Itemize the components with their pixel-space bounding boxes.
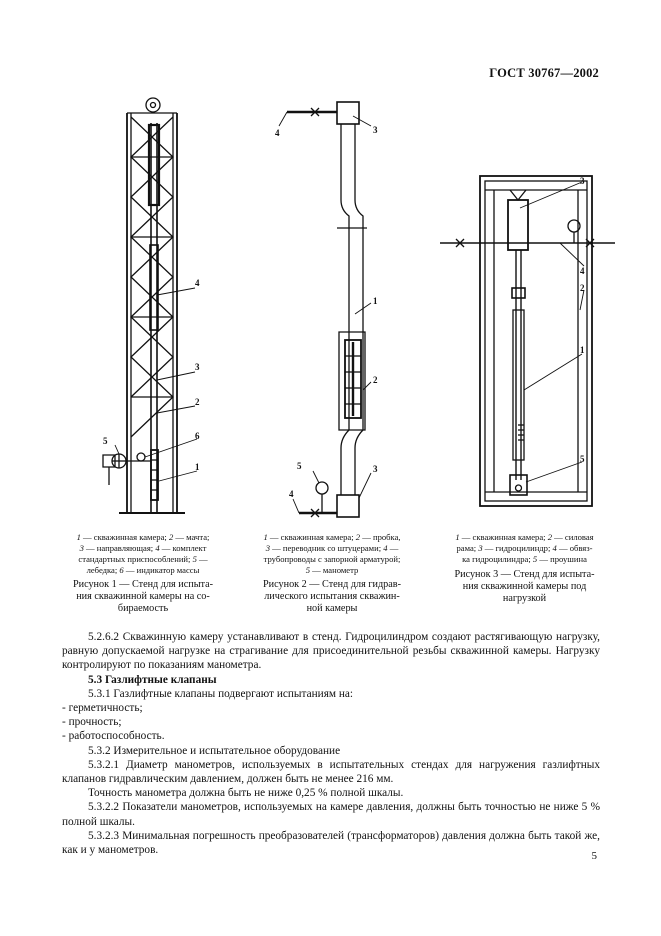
figure-2-drawing: 4 3 1 2 5 4 3	[275, 101, 378, 518]
fig1-callout-5: 5	[103, 436, 108, 446]
paragraph-5-3-2-3: 5.3.2.3 Минимальная погрешность преобраз…	[62, 829, 600, 857]
fig2-callout-4b: 4	[289, 489, 294, 499]
fig3-callout-3: 3	[580, 176, 585, 186]
fig3-callout-1: 1	[580, 345, 585, 355]
paragraph-5-3-2-2: 5.3.2.2 Показатели манометров, используе…	[62, 801, 600, 828]
figure-2-legend: 1 — скважинная камера; 2 — пробка, 3 — п…	[263, 532, 401, 575]
page-number: 5	[591, 850, 598, 862]
figure-3-drawing: 3 4 2 1 5	[440, 175, 615, 507]
fig2-callout-5: 5	[297, 461, 302, 471]
figure-1-legend: 1 — скважинная камера; 2 — мачта; 3 — на…	[76, 532, 210, 575]
fig2-callout-1: 1	[373, 296, 378, 306]
fig2-callout-2: 2	[373, 375, 378, 385]
paragraph-5-3-2-1: 5.3.2.1 Диаметр манометров, используемых…	[62, 758, 600, 786]
fig1-callout-1: 1	[195, 462, 200, 472]
figure-1-caption: Рисунок 1 — Стенд для испыта- ния скважи…	[72, 579, 214, 614]
fig3-callout-4: 4	[580, 266, 585, 276]
paragraph-5-2-6-2: 5.2.6.2 Скважинную камеру устанавливают …	[62, 631, 600, 672]
fig2-callout-3a: 3	[373, 125, 378, 135]
figure-2-caption: Рисунок 2 — Стенд для гидрав- лического …	[263, 579, 401, 614]
list-item: - герметичность;	[62, 702, 143, 715]
paragraph-5-3-2-1-accuracy: Точность манометра должна быть не ниже 0…	[88, 787, 404, 800]
fig1-callout-3: 3	[195, 362, 200, 372]
fig2-callout-4a: 4	[275, 128, 280, 138]
figure-3-caption: Рисунок 3 — Стенд для испыта- ния скважи…	[454, 569, 595, 604]
figure-1-drawing: 4 3 2 6 5 1	[102, 97, 200, 514]
section-heading-5-3: 5.3 Газлифтные клапаны	[88, 673, 217, 686]
fig1-callout-6: 6	[195, 431, 200, 441]
fig1-callout-4: 4	[195, 278, 200, 288]
fig2-callout-3b: 3	[373, 464, 378, 474]
fig1-callout-2: 2	[195, 397, 200, 407]
list-item: - прочность;	[62, 716, 122, 729]
standard-header: ГОСТ 30767—2002	[489, 66, 599, 80]
fig3-callout-2: 2	[580, 283, 585, 293]
paragraph-5-3-2: 5.3.2 Измерительное и испытательное обор…	[88, 744, 341, 757]
list-item: - работоспособность.	[62, 730, 165, 743]
paragraph-5-3-1: 5.3.1 Газлифтные клапаны подвергают испы…	[88, 687, 354, 700]
body-text: 5.2.6.2 Скважинную камеру устанавливают …	[62, 630, 600, 857]
fig3-callout-5: 5	[580, 454, 585, 464]
figure-3-legend: 1 — скважинная камера; 2 — силовая рама;…	[455, 532, 594, 564]
